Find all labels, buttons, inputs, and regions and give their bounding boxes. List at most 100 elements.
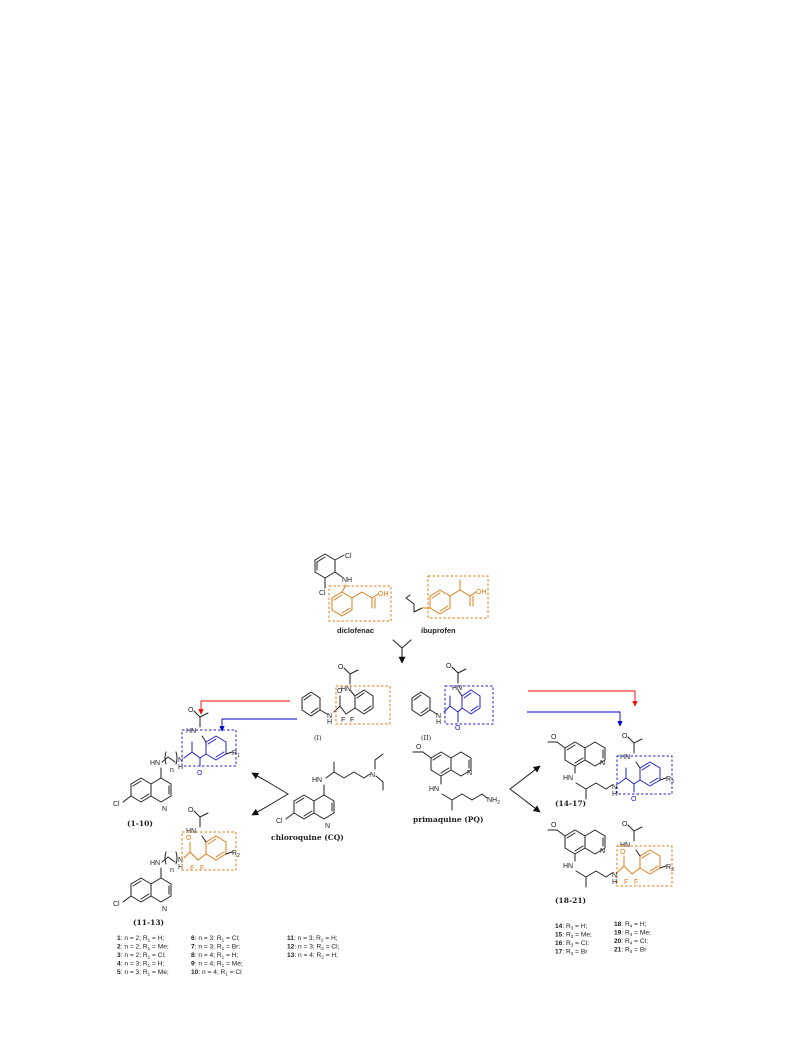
f-atom-series2-2: F (200, 865, 204, 872)
o-atom-ii-acetyl: O (446, 663, 452, 670)
series-18-21-structure: N O HN N H O F F R3 HN O (18-21) (547, 821, 674, 905)
r2-atom: R2 (232, 850, 240, 859)
legend-entry: 2: n = 2; R1 = Me; (117, 944, 169, 952)
hn-atom-series3-top: HN (620, 754, 630, 761)
nh-atom-series3: N (612, 784, 617, 791)
hn-atom-pq: HN (429, 786, 439, 793)
h-atom-series3: H (612, 791, 617, 798)
o-atom-series4-acetyl: O (622, 821, 628, 828)
merge-arrow (392, 639, 412, 664)
legend-entry: 4: n = 3; R1 = H; (117, 961, 164, 969)
n-atom-pq-ring: N (467, 770, 472, 777)
h-atom-series2: H (178, 864, 183, 871)
series-14-17-structure: N O HN N H O R3 HN O (14-17) (547, 733, 674, 808)
legend-entry: 20: R4 = Cl; (614, 938, 648, 946)
intermediate-ii-label: (II) (421, 734, 432, 742)
legend-entry: 8: n = 4; R1 = H; (191, 952, 238, 960)
o-atom-series3-acetyl: O (622, 733, 628, 740)
chloroquine-label: chloroquine (CQ) (271, 833, 344, 842)
f-atom-series4-1: F (624, 879, 628, 886)
hn-atom-series1: HN (150, 760, 160, 767)
series-11-13-structure: N Cl HN n N H O F F R2 HN O (11-13) (113, 807, 240, 927)
cq-arrows (251, 772, 289, 816)
legend-entry: 3: n = 2; R1 = Cl; (117, 952, 166, 960)
nh-atom-series2: N (178, 857, 183, 864)
series-18-21-label: (18-21) (555, 896, 586, 905)
series-1-10-label: (1-10) (127, 819, 153, 828)
chloroquine-structure: N Cl HN N chloroquine (CQ) (271, 753, 384, 842)
o-atom-series3: O (631, 796, 637, 803)
cl-atom-cq: Cl (276, 818, 283, 825)
hn-atom-cq: HN (312, 777, 322, 784)
series-14-17-label: (14-17) (555, 799, 586, 808)
n-atom-quinoline-1: N (162, 806, 167, 813)
o-atom-series2: O (186, 835, 192, 842)
legend-series-11-13: 11: n = 3; R2 = H;12: n = 3; R2 = Cl;13:… (287, 935, 340, 960)
legend-entry: 17: R3 = Br (555, 949, 588, 957)
legend-entry: 10: n = 4; R1 = Cl (191, 969, 242, 977)
hn-atom-series4-top: HN (620, 842, 630, 849)
legend-entry: 16: R3 = Cl; (555, 940, 589, 948)
legend-entry: 6: n = 3; R1 = Cl; (191, 935, 240, 943)
legend-entry: 18: R4 = H; (614, 921, 647, 929)
legend-series-1-5: 1: n = 2; R1 = H;2: n = 2; R1 = Me;3: n … (117, 935, 169, 977)
f-atom-series2-1: F (190, 865, 194, 872)
cl-atom-series1: Cl (113, 801, 120, 808)
legend-series-18-21: 18: R4 = H;19: R4 = Me;20: R4 = Cl;21: R… (614, 921, 651, 954)
cl-atom-bottom: Cl (319, 590, 326, 597)
h-atom-i: H (327, 719, 332, 726)
o-atom-series4-methoxy: O (551, 822, 557, 829)
h-atom-ii: H (436, 719, 441, 726)
diclofenac-structure: Cl NH Cl OH diclofenac (314, 553, 392, 635)
o-atom-i-acetyl: O (338, 664, 344, 671)
intermediate-i-label: (I) (314, 734, 322, 742)
nh-atom-series1: N (178, 757, 183, 764)
route-arrows (198, 690, 638, 732)
intermediate-ii: N H O HN O (II) (411, 663, 494, 742)
cl-atom-top: Cl (345, 553, 352, 560)
n-atom-quinoline-2: N (162, 906, 167, 913)
ibuprofen-label: ibuprofen (421, 626, 456, 635)
nh-atom-ii: N (436, 713, 441, 720)
legend-entry: 15: R3 = Me; (555, 932, 592, 940)
legend-entry: 1: n = 2; R1 = H; (117, 935, 164, 943)
n-subscript-series1: n (170, 767, 174, 774)
hn-atom-i: HN (341, 686, 351, 693)
legend-series-6-10: 6: n = 3; R1 = Cl;7: n = 3; R1 = Br;8: n… (191, 935, 243, 977)
o-atom-pq-methoxy: O (416, 744, 422, 751)
cl-atom-series2: Cl (113, 901, 120, 908)
pq-arrows (509, 765, 541, 813)
oh-atom-ibuprofen: OH (476, 589, 487, 596)
o-atom-series4: O (620, 849, 626, 856)
intermediate-i: N H O F F HN O (I) (301, 664, 391, 742)
o-atom-series3-methoxy: O (551, 734, 557, 741)
n-atom-series4-ring: N (600, 848, 605, 855)
o-atom-i-amide: O (337, 688, 343, 695)
n-atom-cq-ring: N (325, 823, 330, 830)
hn-atom-series4: HN (563, 863, 573, 870)
hn-atom-series3: HN (563, 775, 573, 782)
n-atom-cq-amine: N (370, 772, 375, 779)
o-atom-series1: O (197, 770, 203, 777)
h-atom-series1: H (178, 764, 183, 771)
primaquine-label: primaquine (PQ) (413, 815, 484, 824)
n-subscript-series2: n (170, 867, 174, 874)
r3-atom-series3: R3 (666, 776, 674, 785)
legend-entry: 12: n = 3; R2 = Cl; (287, 944, 340, 952)
o-atom-ii: O (455, 725, 461, 732)
legend-entry: 21: R4 = Br (614, 947, 647, 955)
diclofenac-label: diclofenac (337, 626, 374, 635)
legend-entry: 5: n = 3; R1 = Me; (117, 969, 169, 977)
r1-atom: R1 (232, 750, 240, 759)
f-atom-i-1: F (341, 717, 345, 724)
nh2-atom-pq: NH2 (487, 797, 500, 806)
hn-atom-series1-top: HN (186, 728, 196, 735)
legend-entry: 14: R3 = H; (555, 923, 588, 931)
oh-atom-diclofenac: OH (378, 591, 389, 598)
o-atom-series2-acetyl: O (188, 807, 194, 814)
legend-entry: 9: n = 4; R1 = Me; (191, 961, 243, 969)
nh-atom-series4: N (612, 872, 617, 879)
h-atom-series4: H (612, 879, 617, 886)
ibuprofen-structure: OH ibuprofen (405, 575, 489, 635)
